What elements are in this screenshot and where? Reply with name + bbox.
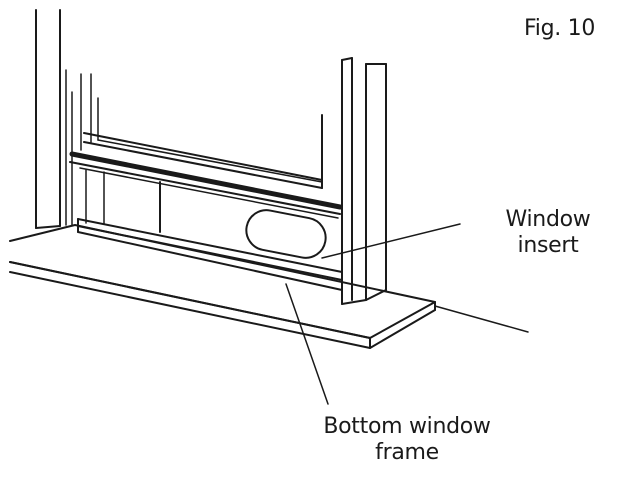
upper-sash-rail — [83, 114, 323, 189]
bottom-window-frame-callout-line1: Bottom window — [323, 414, 491, 439]
window-insert-callout-line1: Window — [505, 207, 591, 232]
figure-number-label: Fig. 10 — [524, 16, 595, 42]
figure-number-text: Fig. 10 — [524, 16, 596, 41]
bottom-window-frame — [77, 218, 343, 291]
insert-vent-opening — [245, 209, 327, 259]
window-insert-callout: Window insert — [488, 207, 608, 259]
bottom-window-frame-callout: Bottom window frame — [302, 414, 512, 466]
window-insert-panel — [69, 151, 343, 259]
left-window-jamb — [35, 9, 105, 229]
right-window-jamb — [341, 57, 387, 305]
bottom-window-frame-callout-line2: frame — [375, 440, 439, 465]
window-insert-callout-line2: insert — [517, 233, 579, 258]
window-sill — [9, 224, 529, 349]
window-insert-leader-line — [321, 223, 461, 259]
bottom-frame-leader-line — [285, 283, 329, 405]
